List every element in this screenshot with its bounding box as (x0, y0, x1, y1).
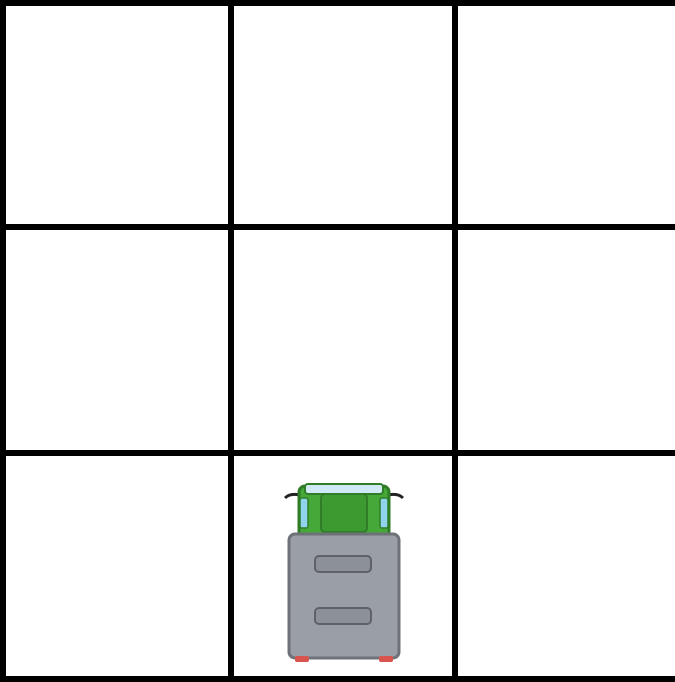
cell-r1-c3[interactable] (458, 6, 675, 224)
cell-r1-c1[interactable] (6, 6, 228, 224)
cell-r2-c1[interactable] (6, 230, 228, 450)
grid-line-vertical-2 (452, 0, 458, 682)
grid-line-top (0, 0, 675, 6)
grid-line-bottom (0, 676, 675, 682)
cell-r3-c1[interactable] (6, 456, 228, 676)
grid-line-horizontal-1 (0, 224, 675, 230)
cell-r3-c3[interactable] (458, 456, 675, 676)
grid-line-left (0, 0, 6, 682)
cell-r2-c2[interactable] (234, 230, 452, 450)
grid-line-vertical-1 (228, 0, 234, 682)
cell-r2-c3[interactable] (458, 230, 675, 450)
grid-line-horizontal-2 (0, 450, 675, 456)
garbage-truck-icon[interactable] (281, 478, 407, 664)
cell-r1-c2[interactable] (234, 6, 452, 224)
